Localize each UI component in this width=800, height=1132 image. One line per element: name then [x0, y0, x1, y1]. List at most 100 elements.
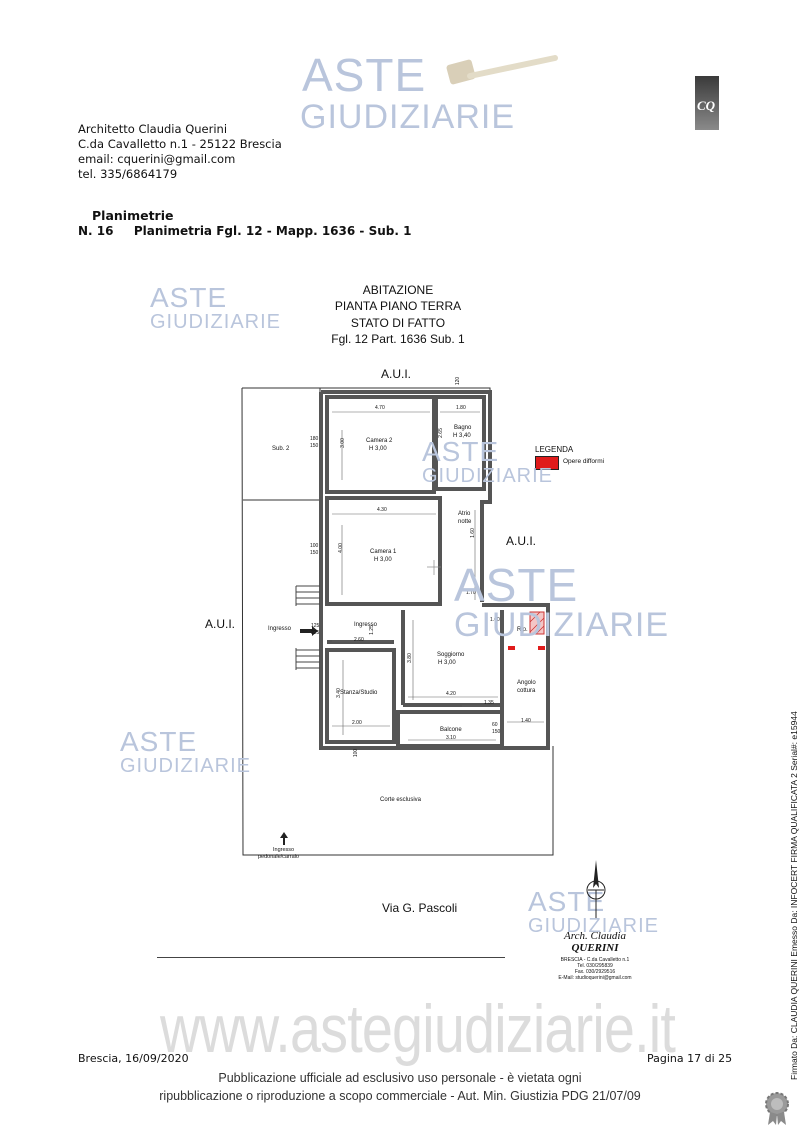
- dim: 120: [455, 376, 462, 386]
- certificate-seal-icon: [765, 1092, 789, 1125]
- room-ticks: [427, 560, 441, 575]
- plan-watermark-5: ASTE GIUDIZIARIE: [528, 886, 659, 937]
- room-notte: notte: [458, 519, 472, 525]
- plan-title-2: PIANTA PIANO TERRA: [334, 299, 462, 313]
- room-bagno-h: H 3,40: [453, 433, 471, 439]
- watermark-giudiziarie: GIUDIZIARIE: [422, 465, 554, 487]
- entrance-steps: [295, 585, 320, 670]
- dim: 1.60: [469, 528, 476, 538]
- digital-signature: Firmato Da: CLAUDIA QUERINI Emesso Da: I…: [789, 711, 799, 1080]
- plan-watermark-4: ASTE GIUDIZIARIE: [120, 726, 252, 777]
- dim: 4.70: [375, 405, 385, 411]
- watermark-giudiziarie: GIUDIZIARIE: [120, 755, 252, 777]
- legend-swatch: [535, 456, 559, 470]
- room-ingresso: Ingresso: [354, 622, 378, 628]
- entry-label: Ingresso: [268, 626, 292, 632]
- room-camera1: Camera 1: [370, 549, 397, 555]
- dim: 150: [492, 729, 501, 735]
- room-angolo: Angolo: [517, 680, 536, 686]
- room-stanza: Stanza/Studio: [340, 690, 378, 696]
- section-subtitle-row: N. 16 Planimetria Fgl. 12 - Mapp. 1636 -…: [78, 224, 411, 238]
- dim: 1.25: [368, 625, 375, 635]
- watermark-giudiziarie: GIUDIZIARIE: [454, 606, 670, 644]
- site-watermark: www.astegiudiziarie.it: [160, 991, 676, 1067]
- separator-line: [157, 957, 505, 958]
- entry-ped-label-1: Ingresso: [273, 847, 295, 853]
- plan-watermark-2: ASTE GIUDIZIARIE: [422, 438, 554, 487]
- dim: 3.00: [339, 438, 346, 448]
- dim: 3.10: [446, 735, 456, 741]
- plan-watermark-1: ASTE GIUDIZIARIE: [150, 282, 281, 333]
- street-label: Via G. Pascoli: [382, 901, 458, 915]
- room-camera2: Camera 2: [366, 438, 393, 444]
- room-soggiorno: Soggiorno: [437, 652, 465, 658]
- top-watermark-logo: ASTE GIUDIZIARIE: [300, 52, 560, 142]
- dim: 150: [310, 443, 319, 449]
- watermark-aste: ASTE: [302, 49, 427, 101]
- plan-title-3: STATO DI FATTO: [350, 316, 446, 330]
- plan-title-4: Fgl. 12 Part. 1636 Sub. 1: [331, 332, 465, 346]
- footer-page: Pagina 17 di 25: [647, 1052, 733, 1065]
- dim: 100: [310, 543, 319, 549]
- cq-logo-text: CQ: [697, 98, 716, 113]
- lot-boundary: [241, 387, 554, 856]
- stamp-line4: Tel. 030/295839: [577, 963, 613, 969]
- entry-ped-label-2: pedonale/carraio: [258, 854, 299, 860]
- watermark-aste: ASTE: [150, 282, 228, 313]
- dim: 2.00: [352, 720, 362, 726]
- author-email: email: cquerini@gmail.com: [78, 152, 236, 166]
- room-corte: Corte esclusiva: [380, 797, 422, 803]
- legend-item: Opere difformi: [563, 458, 605, 465]
- room-cottura: cottura: [517, 688, 536, 694]
- red-mark-2: [538, 646, 545, 650]
- stamp-line3: BRESCIA - C.da Cavalletto n.1: [560, 957, 630, 963]
- stamp-line1: Arch. Claudia: [564, 930, 626, 942]
- watermark-giudiziarie: GIUDIZIARIE: [300, 98, 516, 136]
- author-phone: tel. 335/6864179: [78, 167, 178, 181]
- dimension-lines: [332, 411, 544, 741]
- architect-stamp: Arch. Claudia QUERINI BRESCIA - C.da Cav…: [540, 930, 650, 981]
- dim: 1.40: [521, 718, 531, 724]
- room-bagno: Bagno: [454, 425, 472, 431]
- dim: 1.00: [490, 617, 500, 623]
- footer-notice-2: ripubblicazione o riproduzione a scopo c…: [159, 1089, 641, 1103]
- aui-left: A.U.I.: [205, 617, 236, 631]
- dim: 1.35: [484, 700, 494, 706]
- building-walls: [319, 390, 550, 750]
- sub2-label: Sub. 2: [272, 446, 290, 452]
- dim: 60: [492, 722, 498, 728]
- dim: 4.00: [337, 543, 344, 553]
- dim: 4.20: [446, 691, 456, 697]
- section-subtitle: Planimetria Fgl. 12 - Mapp. 1636 - Sub. …: [133, 224, 412, 238]
- cq-logo: CQ: [695, 76, 719, 130]
- room-atrio: Atrio: [458, 511, 471, 517]
- gavel-icon: [446, 55, 558, 85]
- room-rip: Rip.: [517, 627, 528, 633]
- watermark-aste: ASTE: [454, 559, 579, 611]
- room-camera2-h: H 3,00: [369, 446, 387, 452]
- dim: 3.80: [406, 653, 413, 663]
- section-title: Planimetrie: [92, 208, 174, 223]
- section-number: N. 16: [78, 224, 114, 238]
- author-block: Architetto Claudia Querini C.da Cavallet…: [78, 122, 282, 182]
- plan-watermark-3: ASTE GIUDIZIARIE: [454, 562, 669, 642]
- plan-title-1: ABITAZIONE: [362, 283, 434, 297]
- red-mark-1: [508, 646, 515, 650]
- dim: 2.60: [354, 637, 364, 643]
- legend-title: LEGENDA: [535, 445, 574, 454]
- dim: 100: [353, 748, 360, 758]
- north-entry-arrow-icon: [280, 832, 288, 845]
- author-address: C.da Cavalletto n.1 - 25122 Brescia: [78, 137, 282, 151]
- dim: 3.40: [335, 688, 342, 698]
- stamp-line5: Fax. 030/2929516: [574, 969, 616, 975]
- north-compass-icon: [586, 860, 606, 918]
- dim: 150: [310, 550, 319, 556]
- room-balcone: Balcone: [440, 727, 462, 733]
- dim: 4.30: [377, 507, 387, 513]
- watermark-aste: ASTE: [528, 886, 606, 917]
- dim: 1.80: [456, 405, 466, 411]
- watermark-aste: ASTE: [120, 726, 198, 757]
- room-soggiorno-h: H 3,00: [438, 660, 456, 666]
